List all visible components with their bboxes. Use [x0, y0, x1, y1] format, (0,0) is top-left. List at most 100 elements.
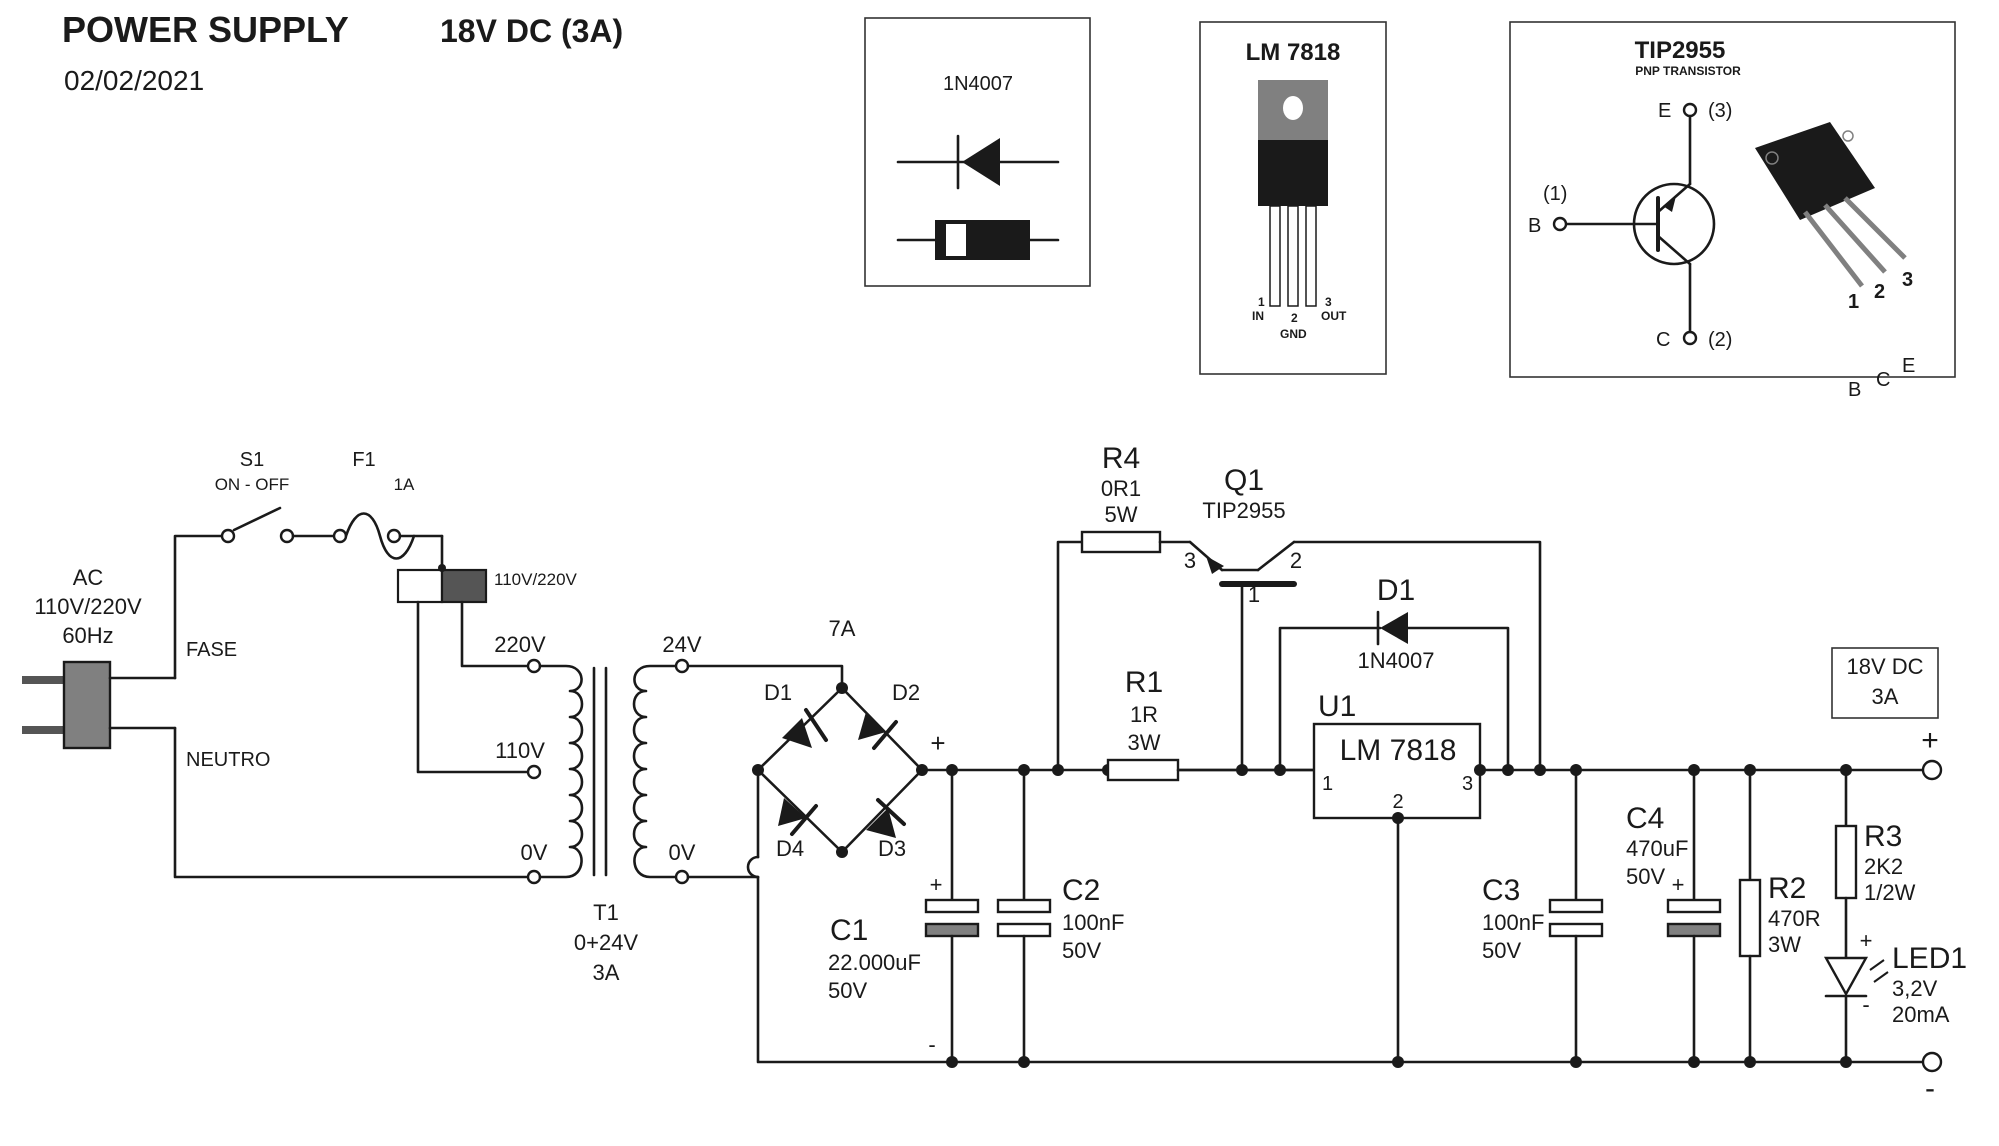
bridge-d1-label: D1: [764, 680, 792, 705]
capacitor-c4-icon: [1666, 764, 1722, 1068]
c2-value: 100nF: [1062, 910, 1124, 935]
transformer-current: 3A: [593, 960, 620, 985]
output-spec: 18V DC (3A): [440, 13, 623, 49]
r3-value: 2K2: [1864, 854, 1903, 879]
bridge-diode-d2-icon: [840, 686, 924, 772]
output-label-voltage: 18V DC: [1846, 654, 1923, 679]
regulator-reference-box: LM 7818 1 IN 2 GND 3 OUT: [1199, 21, 1387, 375]
schematic-date: 02/02/2021: [64, 65, 204, 96]
switch-name: S1: [240, 449, 264, 471]
c3-name: C3: [1482, 874, 1520, 907]
regulator-pin3-number: 3: [1325, 295, 1332, 309]
output-positive-label: +: [1921, 724, 1939, 757]
bridge-diode-d3-icon: [840, 768, 924, 854]
regulator-pin2-number: 2: [1291, 311, 1298, 325]
c3-value: 100nF: [1482, 910, 1544, 935]
q1-pin3-label: 3: [1184, 548, 1196, 573]
r2-power: 3W: [1768, 932, 1801, 957]
transformer-icon: [526, 658, 690, 885]
diode-reference-label: 1N4007: [943, 73, 1013, 95]
ac-input-voltage: 110V/220V: [34, 594, 142, 619]
bridge-d4-label: D4: [776, 836, 804, 861]
diode-symbol-icon: [896, 134, 1060, 190]
regulator-pin1-number: 1: [1258, 295, 1265, 309]
switch-description: ON - OFF: [215, 475, 290, 494]
regulator-pin3-name: OUT: [1321, 309, 1347, 323]
ac-input-frequency: 60Hz: [62, 623, 113, 648]
q1-pin1-label: 1: [1248, 582, 1260, 607]
positive-output-terminal: [1921, 759, 1943, 781]
diode-reference-box: 1N4007: [864, 17, 1091, 287]
transistor-emitter-label: E: [1658, 100, 1671, 122]
resistor-r3-icon: [1834, 764, 1858, 960]
capacitor-c3-icon: [1548, 764, 1604, 1068]
c4-value: 470uF: [1626, 836, 1688, 861]
c1-name: C1: [830, 914, 868, 947]
capacitor-c1-icon: [924, 764, 980, 1068]
transistor-collector-label: C: [1656, 329, 1670, 351]
regulator-pin2-name: GND: [1280, 327, 1307, 341]
bridge-diode-d4-icon: [756, 768, 844, 854]
diode-package-icon: [896, 220, 1060, 260]
d1-protection-name: D1: [1377, 574, 1415, 607]
ac-plug-icon: [22, 660, 177, 750]
package-pin3-number: 3: [1902, 269, 1913, 291]
c4-name: C4: [1626, 802, 1664, 835]
power-switch-icon: [220, 506, 336, 544]
d1-protection-part: 1N4007: [1357, 648, 1434, 673]
led1-current: 20mA: [1892, 1002, 1950, 1027]
r4-value: 0R1: [1101, 476, 1141, 501]
bridge-diode-d1-icon: [756, 686, 844, 772]
primary-110v-tap-label: 110V: [495, 738, 545, 763]
fuse-value: 1A: [394, 475, 415, 494]
led1-minus-label: -: [1862, 992, 1869, 1017]
transistor-base-label: B: [1528, 215, 1541, 237]
bridge-positive-label: +: [930, 728, 945, 758]
c4-plus-label: +: [1672, 872, 1685, 897]
r4-power: 5W: [1105, 502, 1138, 527]
r2-name: R2: [1768, 872, 1806, 905]
transistor-reference-box: TIP2955 PNP TRANSISTOR E (3) (1) B C (2): [1509, 21, 1956, 378]
regulator-pin1-name: IN: [1252, 309, 1264, 323]
bridge-d3-label: D3: [878, 836, 906, 861]
bridge-d2-label: D2: [892, 680, 920, 705]
pnp-transistor-symbol-icon: [1552, 102, 1716, 346]
bridge-rectifier: [686, 664, 928, 879]
neutro-wire-label: NEUTRO: [186, 749, 270, 771]
package-emitter-label: E: [1902, 355, 1915, 377]
resistor-r1-icon: [1102, 758, 1244, 782]
schematic-title: POWER SUPPLY: [62, 9, 349, 50]
output-label-current: 3A: [1872, 684, 1899, 709]
secondary-0v-label: 0V: [669, 840, 696, 865]
r4-name: R4: [1102, 442, 1140, 475]
transformer-rating: 0+24V: [574, 930, 639, 955]
led1-voltage: 3,2V: [1892, 976, 1938, 1001]
led1-plus-label: +: [1860, 928, 1873, 953]
regulator-reference-title: LM 7818: [1246, 39, 1341, 66]
voltage-selector-switch: [396, 564, 530, 774]
transistor-emitter-pin: (3): [1708, 100, 1732, 122]
transistor-reference-subtitle: PNP TRANSISTOR: [1635, 64, 1741, 78]
package-pin1-number: 1: [1848, 291, 1859, 313]
u1-pin3-label: 3: [1462, 773, 1473, 795]
transistor-q1-icon: [1188, 540, 1546, 776]
negative-output-terminal: [1921, 1051, 1943, 1073]
q1-part: TIP2955: [1202, 498, 1285, 523]
primary-0v-tap-label: 0V: [521, 840, 548, 865]
capacitor-c2-icon: [996, 764, 1052, 1068]
u1-name: U1: [1318, 690, 1356, 723]
to220-package-icon: [1258, 80, 1328, 307]
resistor-r2-icon: [1738, 764, 1762, 1068]
c1-voltage: 50V: [828, 978, 867, 1003]
secondary-24v-label: 24V: [662, 632, 701, 657]
bridge-current-label: 7A: [829, 616, 856, 641]
u1-pin2-label: 2: [1392, 791, 1403, 813]
ac-input-name: AC: [73, 565, 104, 590]
c1-minus-label: -: [928, 1032, 935, 1057]
package-collector-label: C: [1876, 369, 1890, 391]
c4-voltage: 50V: [1626, 864, 1665, 889]
r2-value: 470R: [1768, 906, 1821, 931]
transistor-collector-pin: (2): [1708, 329, 1732, 351]
regulator-u1: [1240, 722, 1486, 1068]
